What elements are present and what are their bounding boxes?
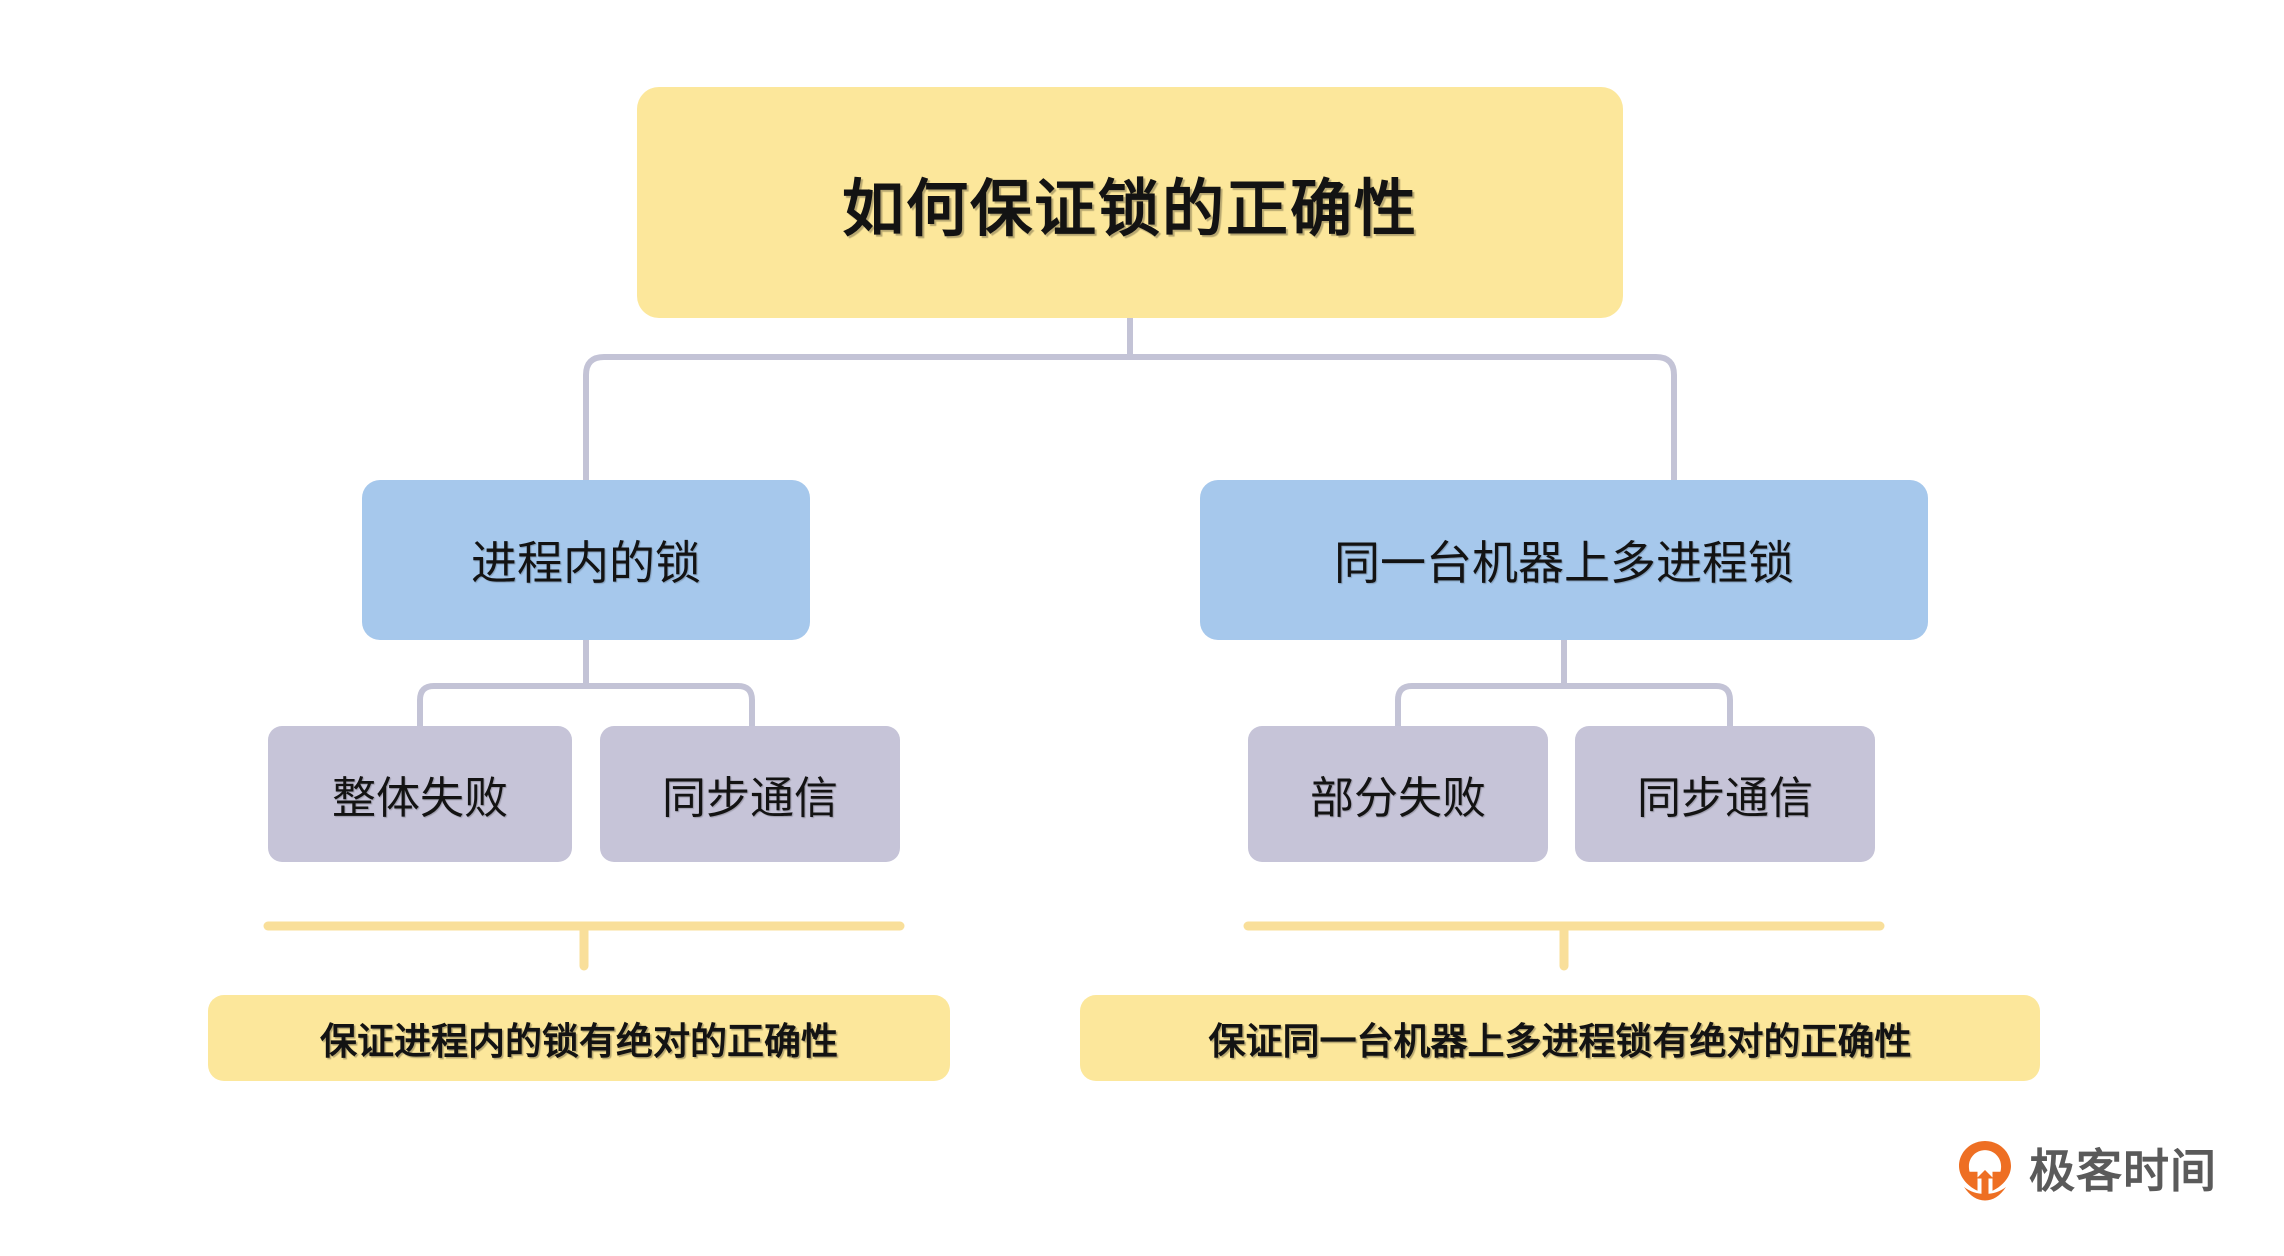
summary-node-in-process-lock[interactable]: 保证进程内的锁有绝对的正确性 (208, 995, 950, 1081)
connector-level2-bus (583, 354, 1677, 483)
leaf-node-total-failure[interactable]: 整体失败 (268, 726, 572, 862)
connector-left-leaf-bus (417, 683, 755, 729)
branch-node-multi-process-lock[interactable]: 同一台机器上多进程锁 (1200, 480, 1928, 640)
branch-node-in-process-lock[interactable]: 进程内的锁 (362, 480, 810, 640)
geekbang-pin-icon (1955, 1140, 2015, 1202)
root-node[interactable]: 如何保证锁的正确性 (637, 87, 1623, 318)
summary-node-multi-process-lock[interactable]: 保证同一台机器上多进程锁有绝对的正确性 (1080, 995, 2040, 1081)
connector-right-leaf-bus (1395, 683, 1733, 729)
brand-logo-text: 极客时间 (2029, 1145, 2217, 1197)
brand-logo: 极客时间 (1955, 1140, 2217, 1202)
leaf-node-sync-comm-left[interactable]: 同步通信 (600, 726, 900, 862)
leaf-node-partial-failure[interactable]: 部分失败 (1248, 726, 1548, 862)
leaf-node-sync-comm-right[interactable]: 同步通信 (1575, 726, 1875, 862)
